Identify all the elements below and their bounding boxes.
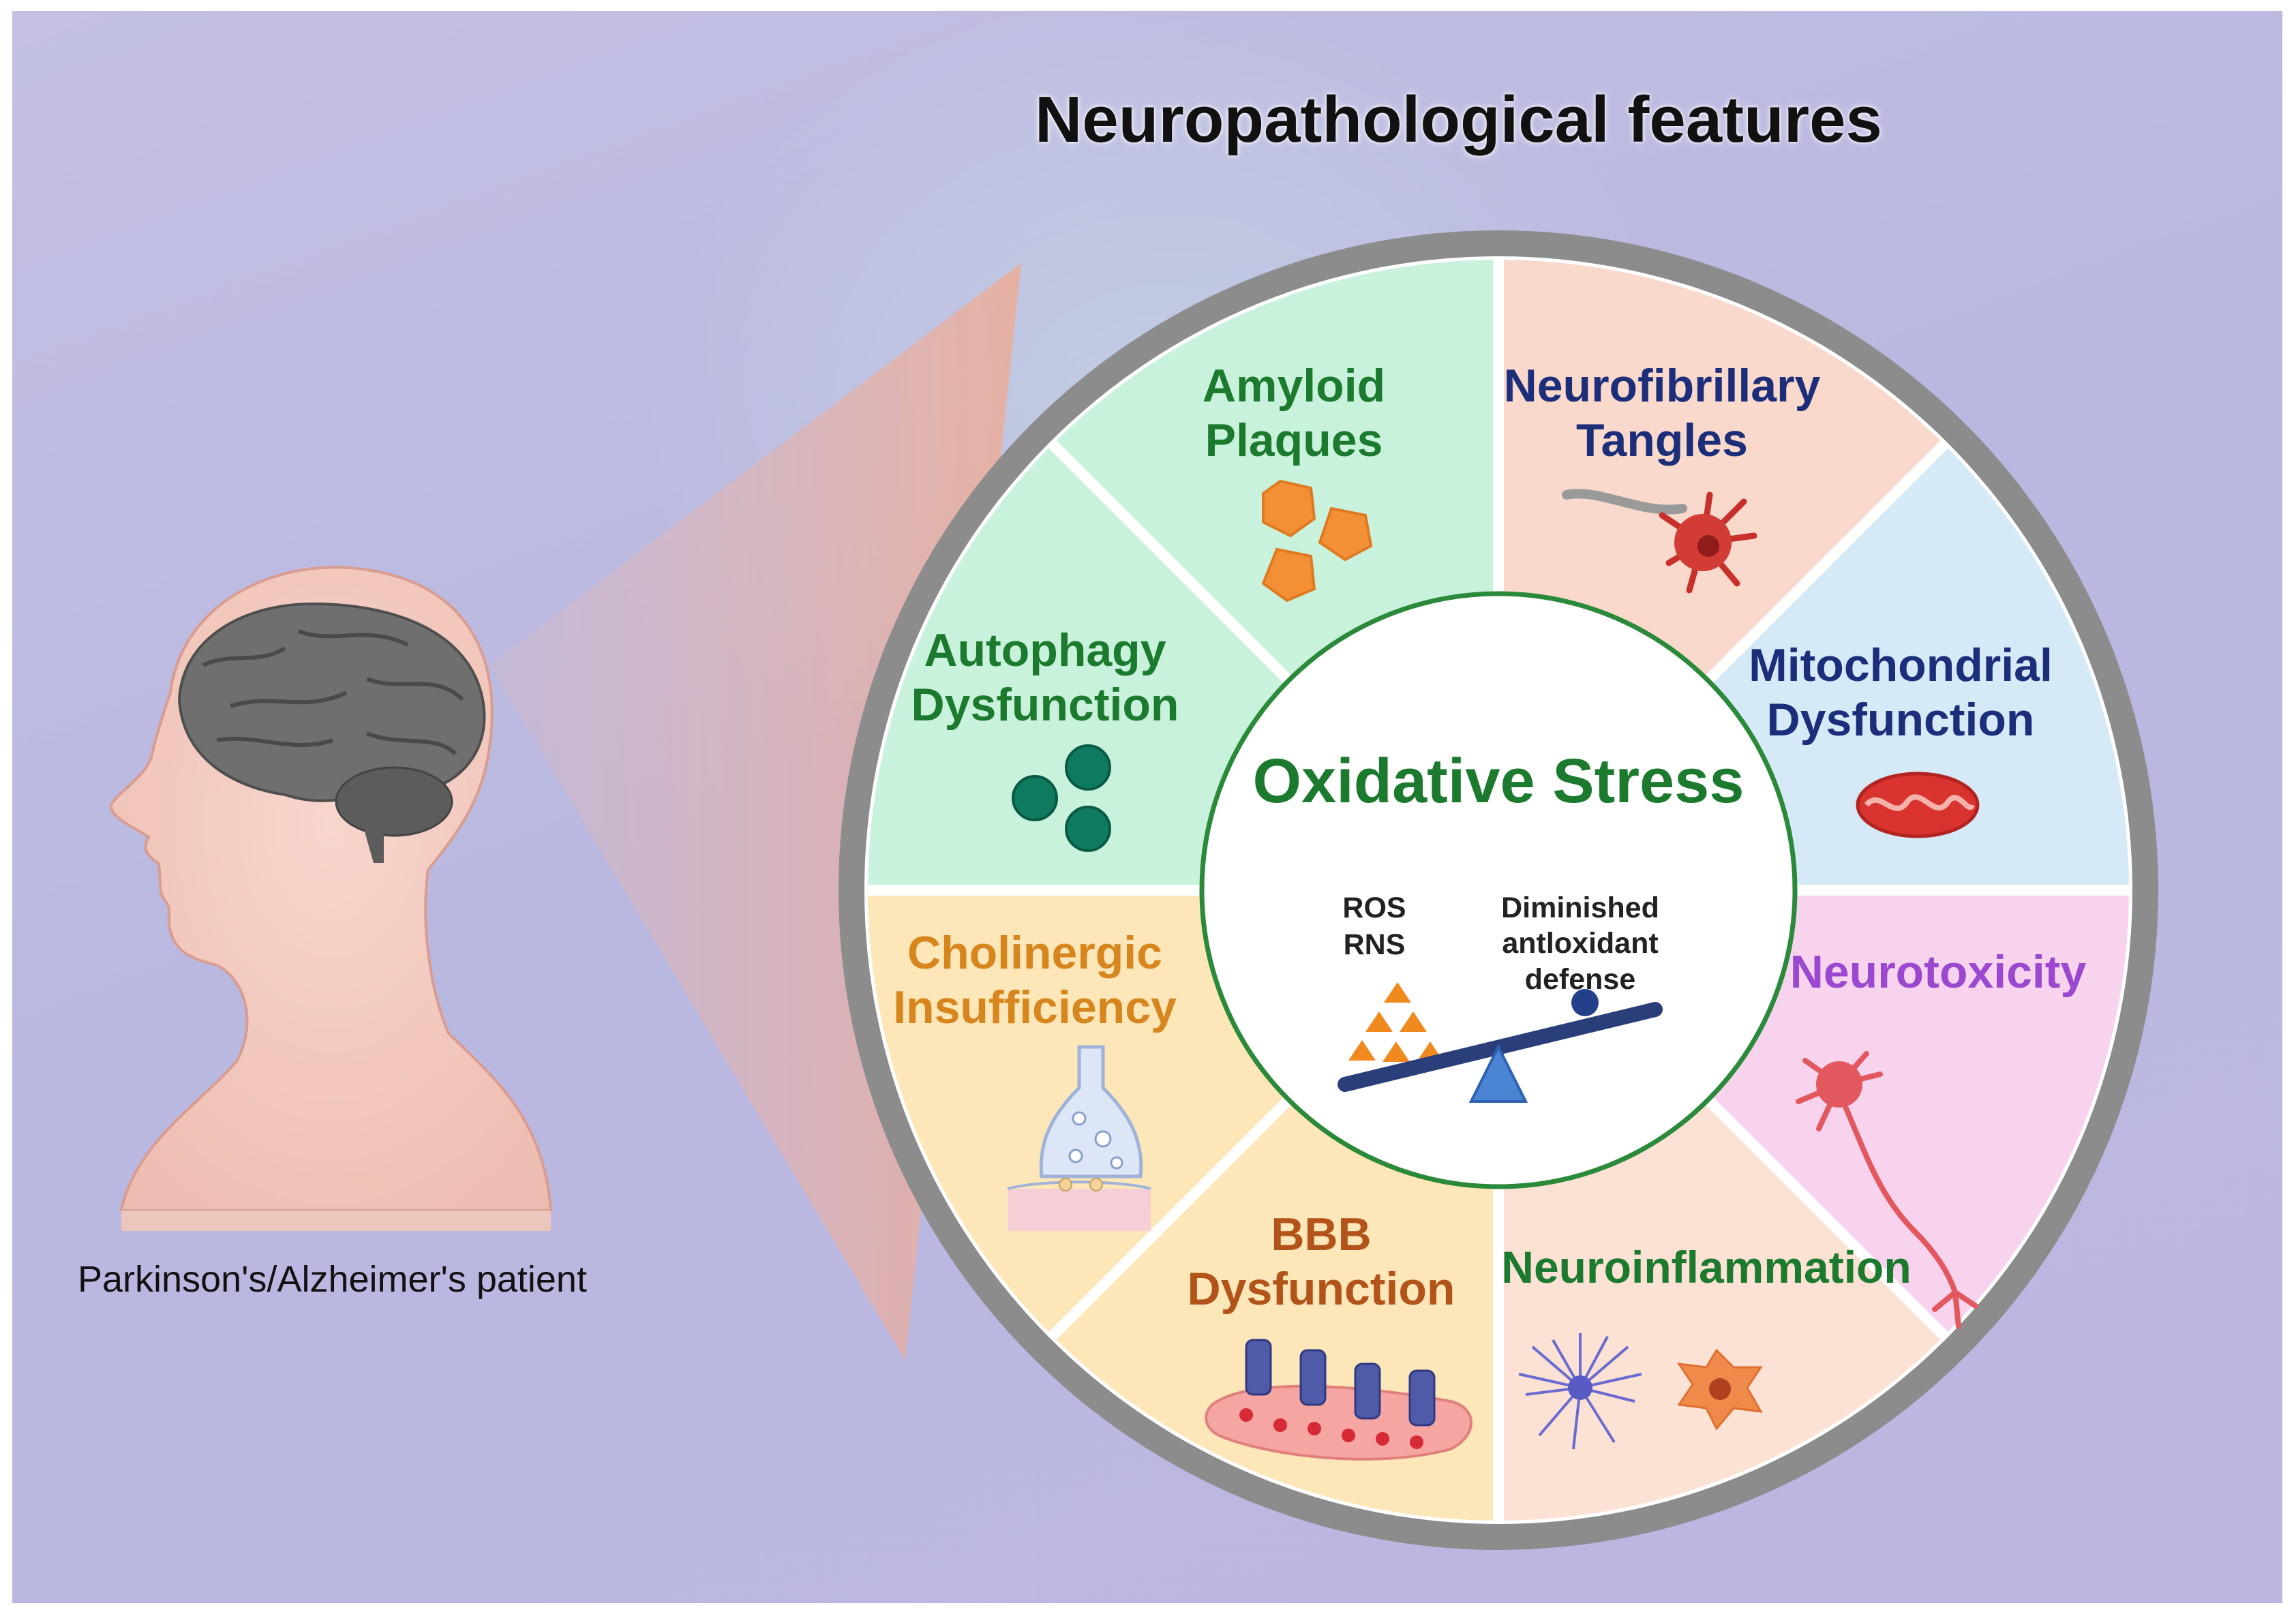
antioxidant-defense-label: Diminished antloxidant defense — [1501, 892, 1659, 996]
glial-cells-icon — [1518, 1333, 1763, 1450]
tangle-neuron-icon — [1562, 489, 1757, 594]
blood-brain-barrier-icon — [1205, 1339, 1472, 1461]
mitochondrion-icon — [1856, 772, 1980, 838]
synapse-icon — [1007, 1045, 1151, 1231]
damaged-neuron-icon — [1796, 1051, 1978, 1329]
segment-label-neurotoxicity: Neurotoxicity — [1789, 946, 2087, 998]
amyloid-plaque-icon — [1261, 479, 1373, 603]
brain-icon — [177, 602, 486, 863]
segment-label-cholinergic-insufficiency: Cholinergic Insufficiency — [893, 927, 1177, 1034]
center-title: Oxidative Stress — [1252, 746, 1744, 816]
segment-label-amyloid-plaques: Amyloid Plaques — [1202, 360, 1386, 467]
center-circle — [1199, 591, 1798, 1189]
segment-label-bbb-dysfunction: BBB Dysfunction — [1187, 1208, 1455, 1315]
patient-label: Parkinson's/Alzheimer's patient — [78, 1259, 587, 1300]
autophagosome-icon — [1012, 744, 1111, 852]
rns-label: RNS — [1343, 928, 1406, 961]
redox-balance-icon — [1338, 982, 1663, 1103]
figure-title: Neuropathological features — [1035, 83, 1882, 156]
segment-label-autophagy-dysfunction: Autophagy Dysfunction — [911, 624, 1179, 731]
diagram-canvas — [110, 230, 2158, 1550]
segment-label-neurofibrillary-tangles: Neurofibrillary Tangles — [1503, 360, 1821, 467]
ros-label: ROS — [1342, 892, 1406, 924]
figure: Neuropathological features Parkinson's/A… — [12, 11, 2282, 1603]
segment-label-mitochondrial-dysfunction: Mitochondrial Dysfunction — [1749, 639, 2053, 746]
segment-label-neuroinflammation: Neuroinflammation — [1501, 1242, 1912, 1292]
